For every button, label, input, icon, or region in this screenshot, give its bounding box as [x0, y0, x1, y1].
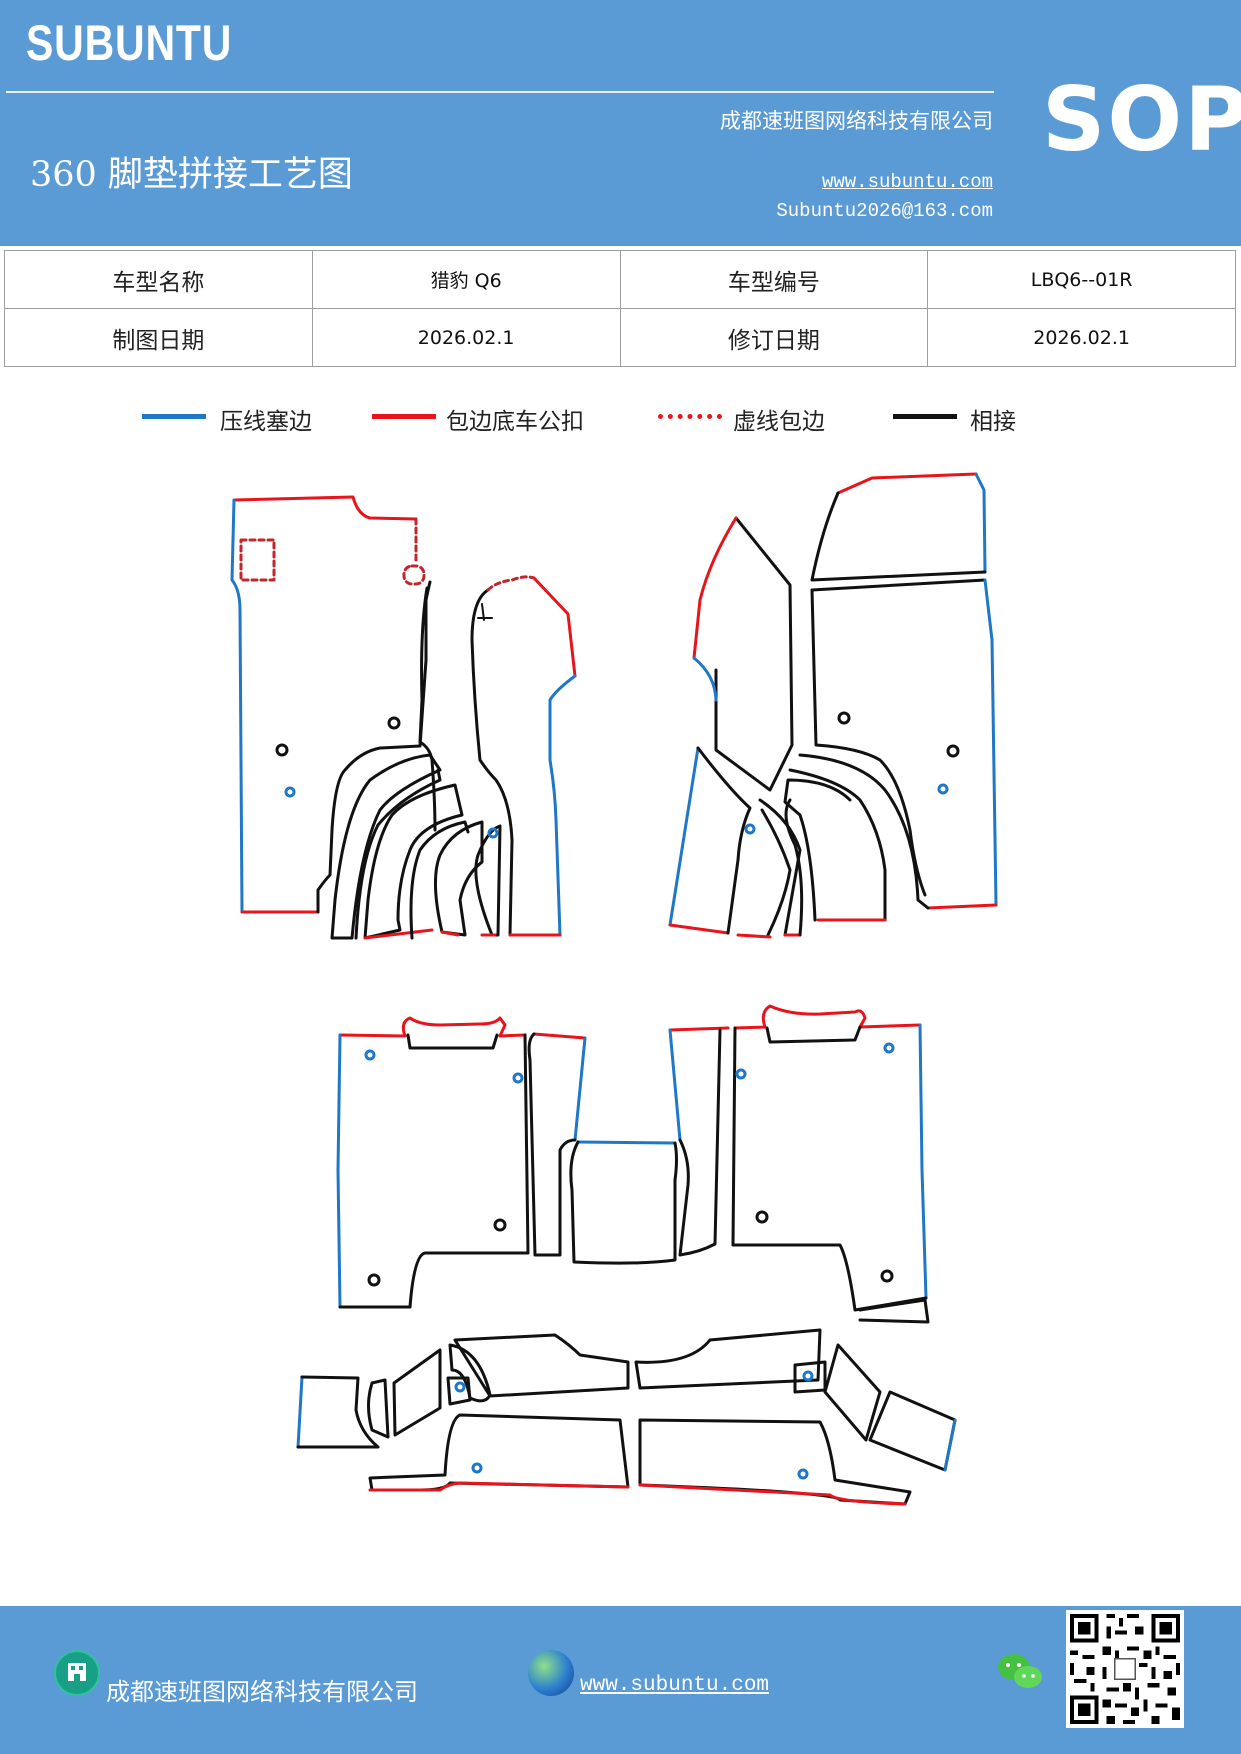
rear-mats	[296, 1004, 957, 1506]
revise-date-value: 2026.02.1	[927, 308, 1236, 367]
legend-swatch-dotted-binding	[658, 414, 722, 419]
model-code-value: LBQ6--01R	[927, 250, 1236, 309]
qr-code[interactable]	[1066, 1610, 1184, 1728]
header-banner: SUBUNTU 360 脚垫拼接工艺图 成都速班图网络科技有限公司 www.su…	[0, 0, 1241, 246]
legend-swatch-binding	[372, 414, 436, 419]
building-icon	[54, 1650, 100, 1696]
header-divider	[6, 91, 994, 93]
draw-date-label: 制图日期	[4, 308, 313, 367]
header-website-link[interactable]: www.subuntu.com	[821, 171, 993, 193]
brand-logo: SUBUNTU	[26, 15, 233, 71]
table-row: 制图日期 2026.02.1 修订日期 2026.02.1	[4, 308, 1236, 367]
sop-badge: SOP	[1042, 68, 1241, 171]
revise-date-label: 修订日期	[619, 308, 929, 367]
line-legend: 压线塞边 包边底车公扣 虚线包边 相接	[0, 402, 1241, 442]
draw-date-value: 2026.02.1	[311, 308, 621, 367]
front-left-mat	[230, 495, 577, 940]
legend-label-dotted-binding: 虚线包边	[733, 409, 825, 435]
front-right-mat	[668, 472, 998, 939]
document-title: 360 脚垫拼接工艺图	[30, 155, 353, 195]
wechat-icon[interactable]	[996, 1652, 1044, 1692]
vehicle-info-table: 车型名称 猎豹 Q6 车型编号 LBQ6--01R 制图日期 2026.02.1…	[4, 250, 1236, 367]
table-row: 车型名称 猎豹 Q6 车型编号 LBQ6--01R	[4, 250, 1236, 309]
legend-swatch-press-line	[142, 414, 206, 419]
legend-label-binding: 包边底车公扣	[446, 409, 584, 435]
legend-label-joint: 相接	[970, 409, 1016, 435]
footer-company: 成都速班图网络科技有限公司	[106, 1678, 418, 1706]
model-name-value: 猎豹 Q6	[311, 250, 621, 309]
footer-website-link[interactable]: www.subuntu.com	[580, 1674, 770, 1697]
legend-swatch-joint	[893, 414, 957, 419]
header-company: 成都速班图网络科技有限公司	[720, 109, 993, 133]
model-name-label: 车型名称	[4, 250, 313, 309]
globe-icon	[528, 1650, 574, 1696]
model-code-label: 车型编号	[619, 250, 929, 309]
legend-label-press-line: 压线塞边	[220, 409, 312, 435]
floor-mat-diagram	[230, 472, 998, 1506]
header-email[interactable]: Subuntu2026@163.com	[776, 200, 993, 222]
footer-banner: 成都速班图网络科技有限公司 www.subuntu.com	[0, 1606, 1241, 1754]
